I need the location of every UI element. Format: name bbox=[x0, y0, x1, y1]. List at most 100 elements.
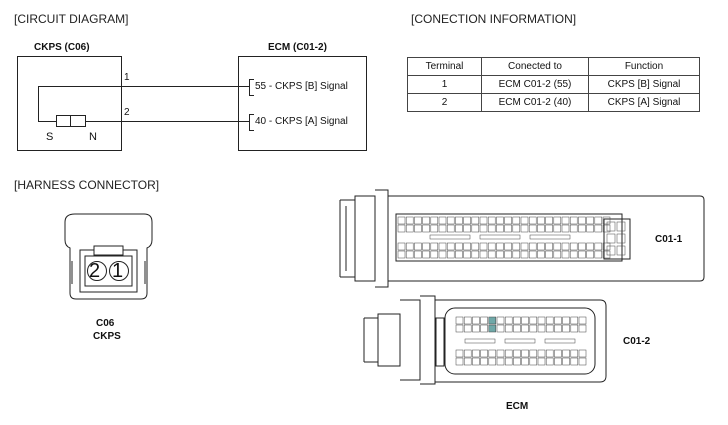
pin-cavity bbox=[471, 242, 480, 251]
pin-cavity bbox=[545, 316, 554, 325]
pin-cavity bbox=[496, 242, 504, 251]
pin-cavity bbox=[455, 216, 463, 225]
pin-cavity bbox=[606, 233, 616, 244]
c01-1-pin-grid bbox=[397, 216, 626, 259]
pin-cavity bbox=[513, 324, 521, 333]
pin-cavity bbox=[463, 324, 472, 333]
pin-cavity bbox=[594, 224, 603, 233]
pin-cavity bbox=[545, 349, 554, 358]
pin-cavity bbox=[504, 349, 513, 358]
pin-cavity bbox=[520, 250, 529, 259]
sensor-element bbox=[56, 115, 86, 127]
pin-cavity bbox=[545, 216, 553, 225]
pin-cavity bbox=[512, 250, 521, 259]
pin-cavity bbox=[496, 316, 505, 325]
pin-cavity bbox=[463, 349, 472, 358]
pin-cavity bbox=[512, 242, 521, 251]
c06-connector bbox=[64, 213, 153, 300]
pin-cavity bbox=[562, 349, 570, 358]
c01-2-label: C01-2 bbox=[623, 336, 651, 347]
pin-cavity bbox=[455, 250, 463, 259]
pin-cavity bbox=[554, 357, 562, 366]
pin-cavity bbox=[569, 216, 578, 225]
pin-cavity bbox=[405, 250, 414, 259]
pin-cavity bbox=[616, 245, 626, 256]
pin-cavity bbox=[479, 216, 488, 225]
pin-cavity bbox=[463, 216, 471, 225]
pin-cavity bbox=[586, 250, 594, 259]
pin-cavity bbox=[414, 242, 422, 251]
pin-cavity bbox=[455, 324, 464, 333]
pin-cavity bbox=[578, 250, 586, 259]
wire-loop-bottom bbox=[38, 121, 56, 122]
pin-cavity bbox=[520, 224, 529, 233]
pin2-label: 2 bbox=[124, 107, 130, 118]
pin-cavity bbox=[455, 242, 463, 251]
pin-cavity bbox=[463, 242, 471, 251]
pin-cavity bbox=[487, 216, 496, 225]
pin-cavity bbox=[446, 216, 455, 225]
pin-cavity bbox=[545, 357, 554, 366]
pin-cavity bbox=[529, 357, 538, 366]
pin-cavity bbox=[430, 216, 439, 225]
pin-cavity bbox=[616, 221, 626, 232]
c06-pin-2-number: 2 bbox=[89, 260, 101, 282]
pin-cavity bbox=[487, 224, 496, 233]
pin1-label: 1 bbox=[124, 72, 130, 83]
pin-cavity bbox=[405, 216, 414, 225]
pin-cavity bbox=[544, 338, 576, 344]
pin-cavity bbox=[397, 224, 406, 233]
pin-cavity bbox=[463, 357, 472, 366]
pin-cavity bbox=[529, 234, 571, 240]
sensor-box bbox=[17, 56, 122, 151]
pin-cavity bbox=[446, 224, 455, 233]
pin-cavity bbox=[438, 242, 447, 251]
pin-cavity bbox=[561, 216, 570, 225]
pin-cavity bbox=[594, 250, 603, 259]
sensor-title: CKPS (C06) bbox=[34, 42, 90, 53]
pin-cavity bbox=[455, 316, 464, 325]
pin-cavity bbox=[405, 242, 414, 251]
pin-cavity bbox=[479, 242, 488, 251]
pin-cavity bbox=[479, 250, 488, 259]
pin-cavity bbox=[537, 250, 545, 259]
pin-cavity bbox=[537, 316, 546, 325]
pin-cavity bbox=[529, 324, 538, 333]
pin-cavity bbox=[488, 349, 497, 358]
pin-cavity bbox=[480, 316, 488, 325]
pin-cavity bbox=[472, 316, 480, 325]
pin-cavity bbox=[430, 250, 439, 259]
pin-cavity bbox=[529, 316, 538, 325]
pin-cavity bbox=[496, 357, 505, 366]
pin-cavity bbox=[578, 357, 587, 366]
pin-cavity bbox=[528, 250, 537, 259]
pin-cavity bbox=[569, 242, 578, 251]
pin-cavity bbox=[594, 242, 603, 251]
pin-cavity bbox=[545, 324, 554, 333]
pin-cavity bbox=[397, 250, 406, 259]
pin-cavity bbox=[397, 242, 406, 251]
pin-cavity bbox=[586, 216, 594, 225]
pin-cavity bbox=[537, 242, 545, 251]
pin-cavity bbox=[471, 250, 480, 259]
ecm-bracket-b-bot bbox=[249, 95, 254, 96]
ecm-bracket-a bbox=[249, 114, 250, 130]
pin-cavity bbox=[479, 224, 488, 233]
harness-connector-heading: [HARNESS CONNECTOR] bbox=[14, 178, 160, 192]
pin-cavity bbox=[512, 216, 521, 225]
pin-cavity bbox=[553, 250, 562, 259]
s-pole-label: S bbox=[46, 131, 54, 143]
pin-cavity bbox=[504, 250, 512, 259]
pin-cavity bbox=[570, 349, 579, 358]
pin-cavity bbox=[488, 357, 497, 366]
pin-cavity bbox=[529, 349, 538, 358]
ecm-signal-a: 40 - CKPS [A] Signal bbox=[255, 116, 348, 127]
pin-cavity bbox=[537, 224, 545, 233]
pin-cavity bbox=[602, 224, 611, 233]
pin-cavity bbox=[521, 349, 529, 358]
ecm-signal-b: 55 - CKPS [B] Signal bbox=[255, 81, 348, 92]
pin-cavity bbox=[570, 316, 579, 325]
pin-cavity bbox=[545, 242, 553, 251]
pin-cavity bbox=[561, 242, 570, 251]
pin-cavity bbox=[520, 216, 529, 225]
